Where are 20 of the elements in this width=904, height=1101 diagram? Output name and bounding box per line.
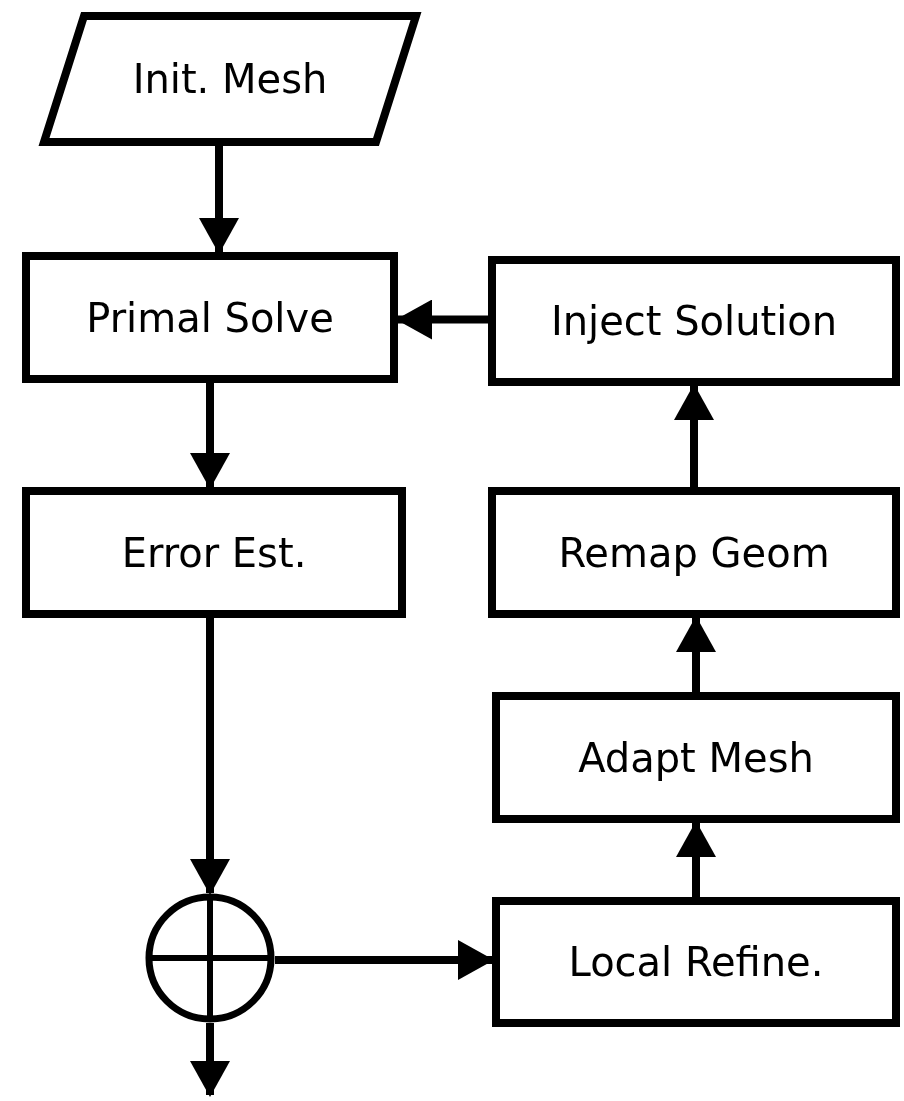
arrow — [676, 616, 716, 692]
summing-junction-circle — [145, 893, 275, 1023]
process-box — [22, 252, 398, 383]
node-label: Remap Geom — [558, 529, 830, 576]
process-box — [492, 692, 900, 823]
node-label: Local Refine. — [568, 939, 824, 985]
arrow — [674, 384, 714, 487]
process-box — [22, 487, 406, 618]
arrow — [190, 618, 230, 895]
arrow — [676, 821, 716, 897]
node-label: Inject Solution — [550, 298, 838, 344]
arrow — [190, 383, 230, 489]
node-label: Error Est. — [121, 529, 307, 576]
process-box — [492, 897, 900, 1027]
node-label: Adapt Mesh — [578, 734, 814, 781]
process-box — [488, 256, 900, 386]
node-label: Init. Mesh — [132, 56, 328, 102]
node-label: Primal Solve — [86, 294, 334, 341]
input-parallelogram — [40, 12, 420, 146]
process-box — [488, 487, 900, 618]
